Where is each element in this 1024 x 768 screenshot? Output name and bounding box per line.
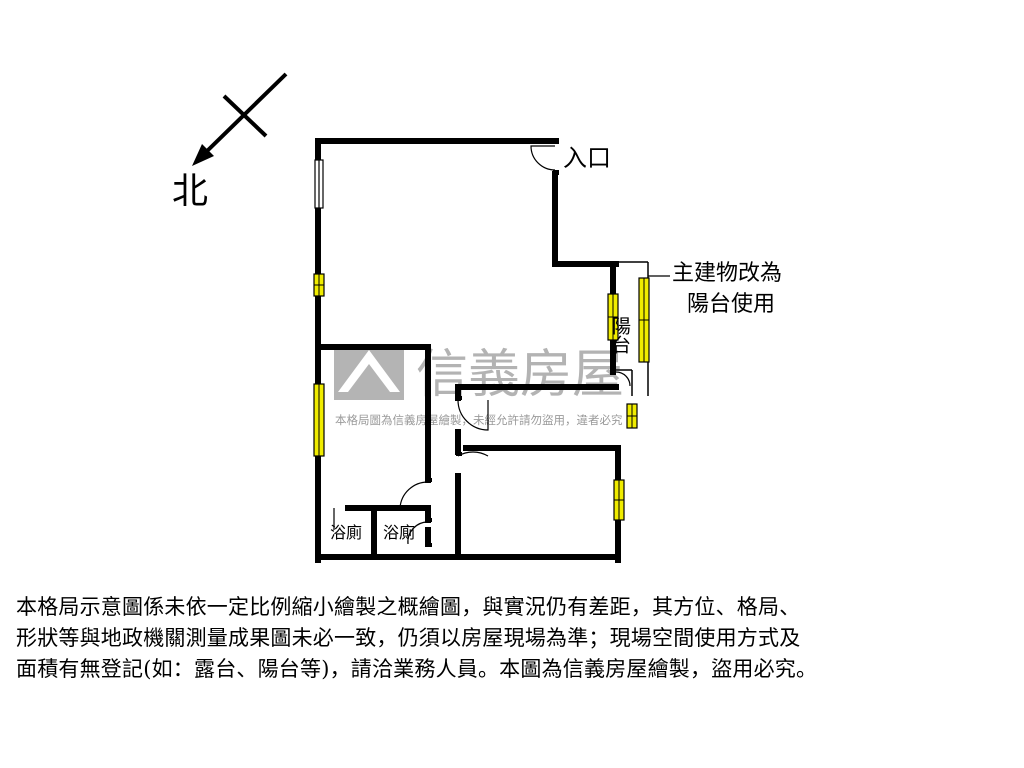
bathroom-right-label: 浴廁: [383, 523, 415, 542]
balcony-label: 陽台: [609, 316, 631, 354]
disclaimer: 本格局示意圖係未依一定比例縮小繪製之概繪圖，與實況仍有差距，其方位、格局、 形狀…: [16, 592, 1014, 685]
disclaimer-line-1: 本格局示意圖係未依一定比例縮小繪製之概繪圖，與實況仍有差距，其方位、格局、: [16, 595, 801, 619]
watermark: 信義房屋 本格局圖為信義房屋繪製，未經允許請勿盜用，違者必究: [334, 344, 624, 427]
walls: [315, 138, 621, 563]
disclaimer-line-3: 面積有無登記(如：露台、陽台等)，請洽業務人員。本圖為信義房屋繪製，盜用必究。: [16, 657, 818, 681]
house-icon: [338, 350, 400, 392]
entrance-door: [530, 145, 556, 171]
door-jambs: [426, 170, 559, 547]
window-left-top: [314, 159, 324, 209]
converted-note-line1: 主建物改為: [672, 261, 782, 286]
disclaimer-line-2: 形狀等與地政機關測量成果圖未必一致，仍須以房屋現場為準；現場空間使用方式及: [16, 626, 801, 650]
bathroom-left-label: 浴廁: [330, 523, 362, 542]
doors: [333, 145, 631, 545]
watermark-brand: 信義房屋: [416, 345, 624, 405]
north-compass: [192, 72, 288, 166]
floor-plan: 北 信義房屋 本格局圖為信義房屋繪製，未經允許請勿盜用，違者必究: [172, 72, 782, 563]
north-arrow-icon: [192, 144, 214, 166]
north-label: 北: [172, 171, 208, 212]
watermark-notice: 本格局圖為信義房屋繪製，未經允許請勿盜用，違者必究: [335, 413, 623, 427]
converted-note-line2: 陽台使用: [687, 292, 775, 317]
entrance-label: 入口: [563, 144, 611, 172]
